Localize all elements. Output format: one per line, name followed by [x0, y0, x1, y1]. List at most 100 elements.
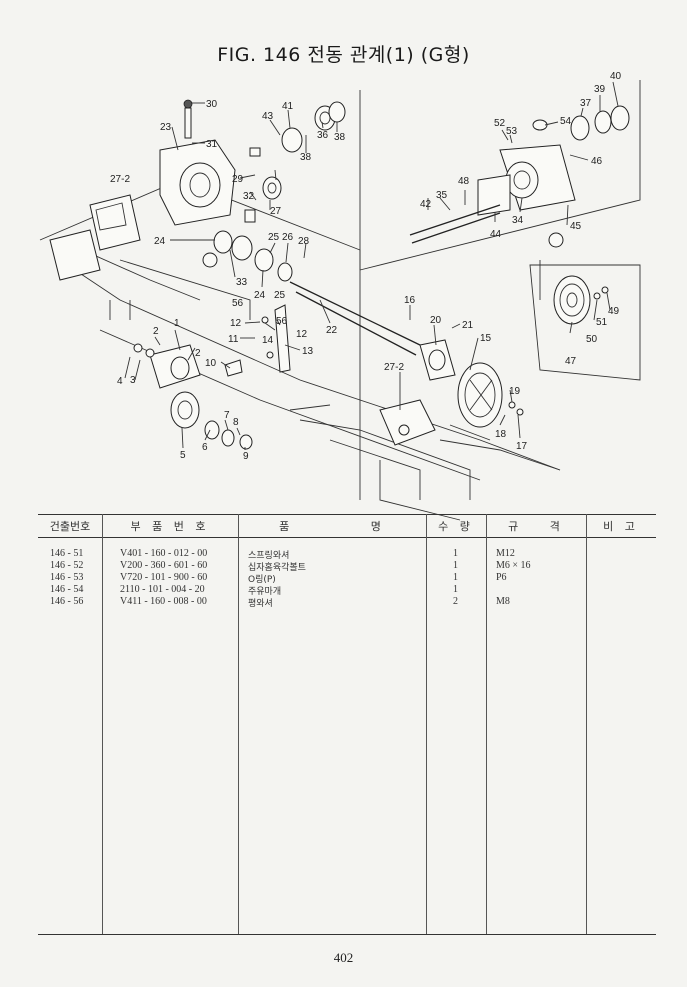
pillow-block-and-pulley-15 [379, 339, 524, 446]
header-ref: 건출번호 [49, 520, 91, 533]
callout-label: 12 [296, 329, 308, 340]
callout-label: 5 [180, 450, 186, 461]
table-row: 146 - 52 V200 - 360 - 601 - 60 십자홈육각볼트 1… [38, 560, 656, 573]
callout-label: 25 [268, 232, 280, 243]
cell-part-name: 십자홈육각볼트 [248, 563, 306, 573]
callout-label: 44 [490, 229, 502, 240]
table-row: 146 - 54 2110 - 101 - 004 - 20 주유마개 1 [38, 584, 656, 597]
callout-label: 47 [565, 356, 577, 367]
cell-qty: 1 [453, 560, 458, 571]
callout-label: 2 [153, 326, 159, 337]
callout-label: 22 [326, 325, 338, 336]
callout-label: 41 [282, 101, 294, 112]
leader-lines [124, 81, 619, 450]
cell-part-number: V411 - 160 - 008 - 00 [120, 596, 207, 607]
cell-part-number: V401 - 160 - 012 - 00 [120, 548, 208, 559]
callout-label: 27-2 [110, 174, 130, 185]
callout-label: 1 [174, 318, 180, 329]
cell-part-name: O링(P) [248, 575, 276, 585]
cell-spec: M12 [496, 548, 515, 559]
callout-label: 45 [570, 221, 582, 232]
column-divider [102, 514, 103, 935]
callout-label: 54 [560, 116, 572, 127]
callout-label: 25 [274, 290, 286, 301]
cell-qty: 2 [453, 596, 458, 607]
callout-label: 15 [480, 333, 492, 344]
gear-housing-23 [159, 99, 236, 226]
callout-label: 27-2 [384, 362, 404, 373]
callout-label: 16 [404, 295, 416, 306]
page-title: FIG. 146 전동 관계(1) (G형) [217, 44, 470, 66]
callout-label: 20 [430, 315, 442, 326]
parts-table: 건출번호 부 품 번 호 품 명 수 량 규 격 비 고 146 - 51 V4… [38, 514, 656, 935]
pulley-47 [553, 275, 609, 325]
callout-label: 31 [206, 139, 218, 150]
callout-labels: 1 2 2 3 4 5 6 7 8 9 10 11 12 12 13 14 15… [110, 71, 622, 462]
table-bottom-rule [38, 934, 656, 935]
callout-label: 49 [608, 306, 620, 317]
callout-label: 19 [509, 386, 521, 397]
column-divider [426, 514, 427, 935]
callout-label: 46 [591, 156, 603, 167]
cell-qty: 1 [453, 584, 458, 595]
callout-label: 36 [317, 130, 329, 141]
header-qty: 수 량 [438, 520, 474, 533]
marker-a [202, 232, 564, 268]
callout-label: 3 [130, 375, 136, 386]
callout-label: 37 [580, 98, 592, 109]
callout-label: 51 [596, 317, 608, 328]
callout-label: 12 [230, 318, 242, 329]
callout-label: 6 [202, 442, 208, 453]
callout-label: 34 [512, 215, 524, 226]
callout-label: 24 [254, 290, 266, 301]
callout-label: 2 [195, 348, 201, 359]
callout-label: 56 [276, 316, 288, 327]
callout-label: 9 [243, 451, 249, 462]
table-header: 건출번호 부 품 번 호 품 명 수 량 규 격 비 고 [38, 514, 656, 538]
callout-label: 11 [228, 334, 239, 345]
cell-spec: M8 [496, 596, 510, 607]
header-note: 비 고 [603, 520, 639, 533]
table-row: 146 - 51 V401 - 160 - 012 - 00 스프링와셔 1 M… [38, 548, 656, 561]
column-divider [486, 514, 487, 935]
cell-spec: M6 × 16 [496, 560, 531, 571]
upper-right-housing [409, 105, 630, 244]
callout-label: 14 [262, 335, 274, 346]
cell-part-number: 2110 - 101 - 004 - 20 [120, 584, 205, 595]
cell-spec: P6 [496, 572, 507, 583]
header-spec: 규 격 [508, 520, 564, 533]
callout-label: 24 [154, 236, 166, 247]
callout-label: 33 [236, 277, 248, 288]
plate-13 [261, 304, 291, 373]
cell-qty: 1 [453, 548, 458, 559]
callout-label: 13 [302, 346, 314, 357]
header-part-number: 부 품 번 호 [130, 520, 210, 533]
chassis-outline [39, 80, 641, 521]
cell-qty: 1 [453, 572, 458, 583]
page-number: 402 [333, 950, 354, 965]
callout-label: 32 [243, 191, 255, 202]
callout-label: 21 [462, 320, 474, 331]
callout-label: 27 [270, 206, 282, 217]
callout-label: 18 [495, 429, 507, 440]
column-divider [238, 514, 239, 935]
callout-label: 52 [494, 118, 506, 129]
callout-label: 50 [586, 334, 598, 345]
cell-ref: 146 - 54 [50, 584, 84, 595]
shaft-22 [213, 230, 421, 356]
callout-label: 48 [458, 176, 470, 187]
callout-label: 23 [160, 122, 172, 133]
callout-label: 8 [233, 417, 239, 428]
callout-label: 43 [262, 111, 274, 122]
callout-label: 17 [516, 441, 528, 452]
bracket-27-2 [49, 194, 141, 281]
cell-part-name: 스프링와셔 [248, 551, 290, 561]
callout-label: 56 [232, 298, 244, 309]
callout-label: 42 [420, 199, 432, 210]
cell-part-name: 평와셔 [248, 599, 273, 609]
bevel-gears [244, 101, 346, 223]
callout-label: 29 [232, 174, 244, 185]
callout-label: 38 [300, 152, 312, 163]
callout-label: 28 [298, 236, 310, 247]
